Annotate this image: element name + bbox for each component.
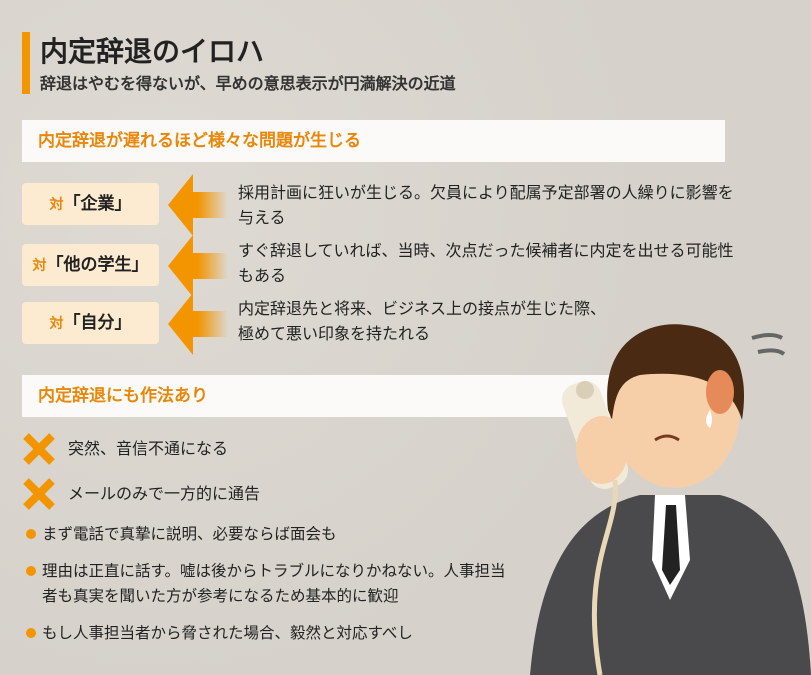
ok-item: もし人事担当者から脅された場合、毅然と対応すべし — [26, 621, 526, 646]
ok-item: まず電話で真摯に説明、必要ならば面会も — [26, 522, 526, 547]
badge-target: 「企業」 — [63, 194, 132, 214]
businessman-on-phone-illustration — [530, 324, 811, 675]
ng-text: メールのみで一方的に通告 — [68, 484, 261, 503]
badge-target: 「他の学生」 — [46, 255, 149, 275]
badge-prefix: 対 — [32, 258, 47, 274]
ng-item: メールのみで一方的に通告 — [22, 477, 260, 511]
badge-target: 「自分」 — [63, 313, 132, 333]
badge-company: 対「企業」 — [22, 183, 159, 225]
badge-prefix: 対 — [49, 197, 64, 213]
page-subtitle: 辞退はやむを得ないが、早めの意思表示が円満解決の近道 — [40, 74, 456, 93]
ng-item: 突然、音信不通になる — [22, 432, 228, 466]
badge-self: 対「自分」 — [22, 302, 159, 344]
arrow-left-icon — [168, 293, 228, 355]
page-title: 内定辞退のイロハ — [40, 35, 265, 68]
description-other-students: すぐ辞退していれば、当時、次点だった候補者に内定を出せる可能性もある — [238, 241, 734, 285]
badge-prefix: 対 — [49, 316, 64, 332]
cross-icon — [23, 433, 55, 465]
description-self: 内定辞退先と将来、ビジネス上の接点が生じた際、極めて悪い印象を持たれる — [238, 299, 607, 343]
description-company: 採用計画に狂いが生じる。欠員により配属予定部署の人繰りに影響を与える — [238, 183, 734, 227]
ng-text: 突然、音信不通になる — [68, 439, 229, 458]
section1-heading: 内定辞退が遅れるほど様々な問題が生じる — [22, 120, 725, 162]
cross-icon — [23, 478, 55, 510]
arrow-left-icon — [168, 235, 228, 297]
ok-item: 理由は正直に話す。嘘は後からトラブルになりかねない。人事担当者も真実を聞いた方が… — [26, 559, 506, 609]
arrow-left-icon — [168, 174, 228, 236]
badge-other-students: 対「他の学生」 — [22, 244, 159, 286]
title-accent-bar — [22, 32, 30, 94]
